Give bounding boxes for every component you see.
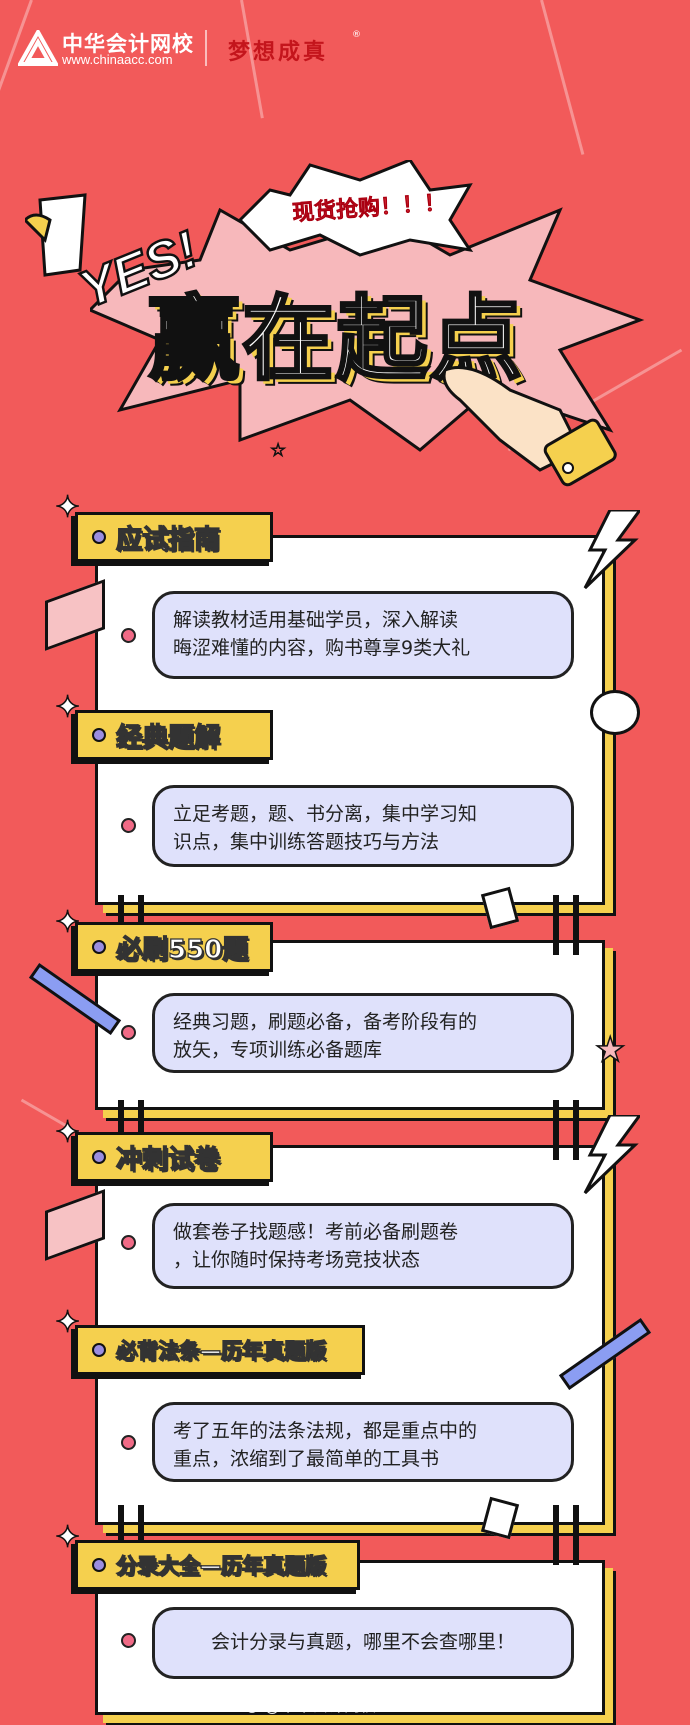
cloud-icon xyxy=(590,690,640,735)
section-title: 冲刺试卷 xyxy=(115,1144,221,1175)
bullet-dot xyxy=(121,818,136,833)
bullet-dot xyxy=(121,1025,136,1040)
description-line: 考了五年的法条法规，都是重点中的 xyxy=(173,1420,478,1442)
lightning-icon xyxy=(580,1113,643,1195)
section-tab-2: 经典题解 xyxy=(75,710,273,760)
star-icon: ★ xyxy=(594,1029,626,1071)
connector-bars xyxy=(553,1100,579,1160)
watermark-text: @中华会计网校 xyxy=(264,1696,377,1715)
bullet-dot xyxy=(121,628,136,643)
description-line: 立足考题，题、书分离，集中学习知 xyxy=(173,803,478,825)
section-tab-6: 分录大全—历年真题版 xyxy=(75,1540,360,1590)
section-tab-5: 必背法条—历年真题版 xyxy=(75,1325,365,1375)
section-title: 应试指南 xyxy=(115,524,221,555)
description-line: 重点，浓缩到了最简单的工具书 xyxy=(173,1448,440,1470)
section-description-6: 会计分录与真题，哪里不会查哪里！ xyxy=(152,1607,574,1679)
section-description-4: 做套卷子找题感！考前必备刷题卷 ，让你随时保持考场竞技状态 xyxy=(152,1203,574,1289)
bullet-icon xyxy=(92,1558,106,1572)
bullet-icon xyxy=(92,1343,106,1357)
bullet-icon xyxy=(92,940,106,954)
paper-scroll-icon xyxy=(22,190,95,280)
section-title: 经典题解 xyxy=(115,722,221,753)
description-line: 会计分录与真题，哪里不会查哪里！ xyxy=(210,1631,515,1653)
section-description-3: 经典习题，刷题必备，备考阶段有的放矢，专项训练必备题库 xyxy=(152,993,574,1073)
background-ray xyxy=(540,0,585,155)
section-description-5: 考了五年的法条法规，都是重点中的重点，浓缩到了最简单的工具书 xyxy=(152,1402,574,1482)
description-line: 放矢，专项训练必备题库 xyxy=(173,1039,383,1061)
section-tab-4: 冲刺试卷 xyxy=(75,1132,273,1182)
chinaacc-logo-icon xyxy=(16,27,60,66)
section-description-1: 解读教材适用基础学员，深入解读晦涩难懂的内容，购书尊享9类大礼 xyxy=(152,591,574,679)
section-title: 分录大全—历年真题版 xyxy=(115,1553,326,1578)
lightning-icon xyxy=(580,508,643,590)
bullet-icon xyxy=(92,728,106,742)
bullet-icon xyxy=(92,1150,106,1164)
registered-mark: ® xyxy=(352,30,361,40)
section-tab-1: 应试指南 xyxy=(75,512,273,562)
bullet-dot xyxy=(121,1633,136,1648)
bullet-dot xyxy=(121,1235,136,1250)
description-line: 解读教材适用基础学员，深入解读 xyxy=(173,609,459,631)
description-line: 晦涩难懂的内容，购书尊享9类大礼 xyxy=(173,637,471,659)
connector-bars xyxy=(553,1505,579,1565)
divider xyxy=(205,30,207,66)
weibo-icon: ◉ xyxy=(245,1696,259,1715)
speech-burst xyxy=(230,158,480,260)
connector-bars xyxy=(118,1505,144,1565)
brand-logo: 梦想成真 xyxy=(228,39,329,65)
description-line: 识点，集中训练答题技巧与方法 xyxy=(173,831,440,853)
footer-watermark: ◉ @中华会计网校 xyxy=(245,1692,376,1716)
description-line: ，让你随时保持考场竞技状态 xyxy=(173,1249,421,1271)
logo-url: www.chinaacc.com xyxy=(62,52,173,67)
star-icon: ☆ xyxy=(269,440,287,462)
bullet-icon xyxy=(92,530,106,544)
description-line: 做套卷子找题感！考前必备刷题卷 xyxy=(173,1221,459,1243)
section-title: 必刷550题 xyxy=(115,934,249,965)
logo-name: 中华会计网校 xyxy=(62,32,194,56)
section-description-2: 立足考题，题、书分离，集中学习知识点，集中训练答题技巧与方法 xyxy=(152,785,574,867)
section-tab-3: 必刷550题 xyxy=(75,922,273,972)
section-title: 必背法条—历年真题版 xyxy=(115,1338,326,1363)
connector-bars xyxy=(553,895,579,955)
bullet-dot xyxy=(121,1435,136,1450)
description-line: 经典习题，刷题必备，备考阶段有的 xyxy=(173,1011,478,1033)
pointing-hand-icon xyxy=(440,360,620,490)
connector-bars xyxy=(118,1100,144,1160)
